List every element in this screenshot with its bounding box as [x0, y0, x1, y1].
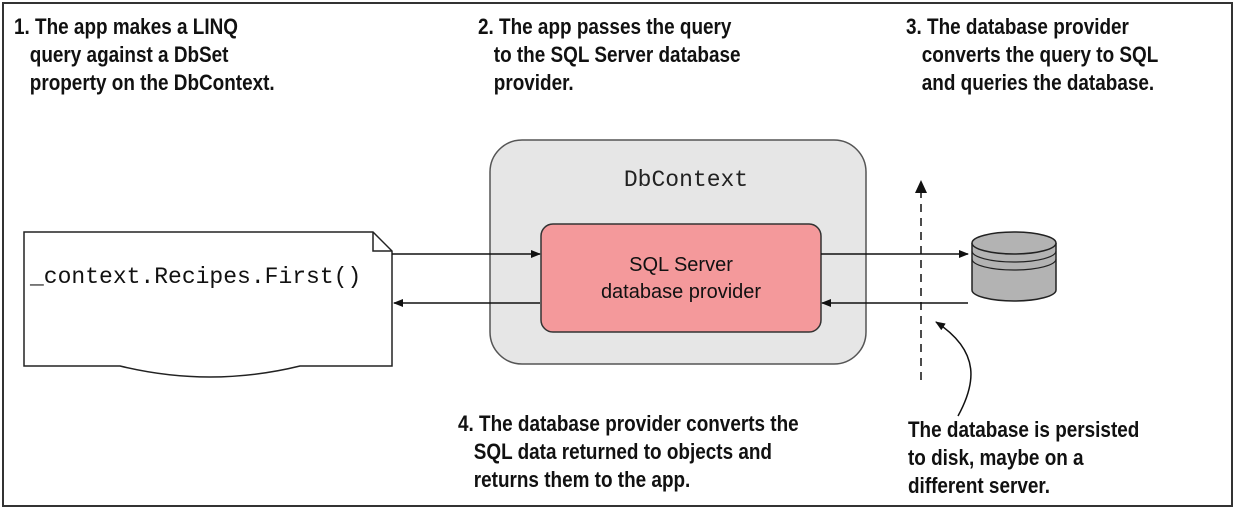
- step-4-line-2: SQL data returned to objects and: [458, 439, 772, 464]
- step-3-annotation: 3. The database provider converts the qu…: [906, 13, 1158, 97]
- note-line-1: The database is persisted: [908, 417, 1140, 442]
- boundary-arrowhead: [915, 180, 927, 193]
- step-2-line-1: 2. The app passes the query: [478, 14, 732, 39]
- code-document: _context.Recipes.First(): [23, 231, 393, 378]
- step-4-line-3: returns them to the app.: [458, 467, 691, 492]
- provider-label-line2: database provider: [601, 281, 761, 303]
- step-2-line-3: provider.: [478, 70, 574, 95]
- database-top: [971, 231, 1057, 255]
- provider-box: SQL Server database provider: [540, 223, 822, 333]
- code-snippet: _context.Recipes.First(): [29, 264, 361, 290]
- note-pointer-arrow: [935, 321, 972, 417]
- step-2-annotation: 2. The app passes the query to the SQL S…: [478, 13, 741, 97]
- provider-rect: [540, 223, 822, 333]
- database-ring-2: [971, 258, 1057, 271]
- provider-label-line1: SQL Server: [629, 254, 733, 276]
- step-1-line-1: 1. The app makes a LINQ: [14, 14, 238, 39]
- note-line-3: different server.: [908, 473, 1050, 498]
- note-line-2: to disk, maybe on a: [908, 445, 1084, 470]
- step-3-line-3: and queries the database.: [906, 70, 1155, 95]
- step-1-annotation: 1. The app makes a LINQ query against a …: [14, 13, 275, 97]
- document-fold: [372, 232, 392, 252]
- step-1-line-2: query against a DbSet: [14, 42, 229, 67]
- step-4-annotation: 4. The database provider converts the SQ…: [458, 410, 799, 494]
- dbcontext-label: DbContext: [624, 167, 748, 193]
- step-2-line-2: to the SQL Server database: [478, 42, 741, 67]
- step-3-line-1: 3. The database provider: [906, 14, 1129, 39]
- step-4-line-1: 4. The database provider converts the: [458, 411, 799, 436]
- database-ring-1: [971, 250, 1057, 263]
- document-shape: [23, 231, 393, 378]
- database-body: [971, 243, 1057, 302]
- database-icon: [971, 231, 1057, 302]
- step-3-line-2: converts the query to SQL: [906, 42, 1159, 67]
- persistence-note: The database is persisted to disk, maybe…: [908, 416, 1139, 500]
- step-1-line-3: property on the DbContext.: [14, 70, 275, 95]
